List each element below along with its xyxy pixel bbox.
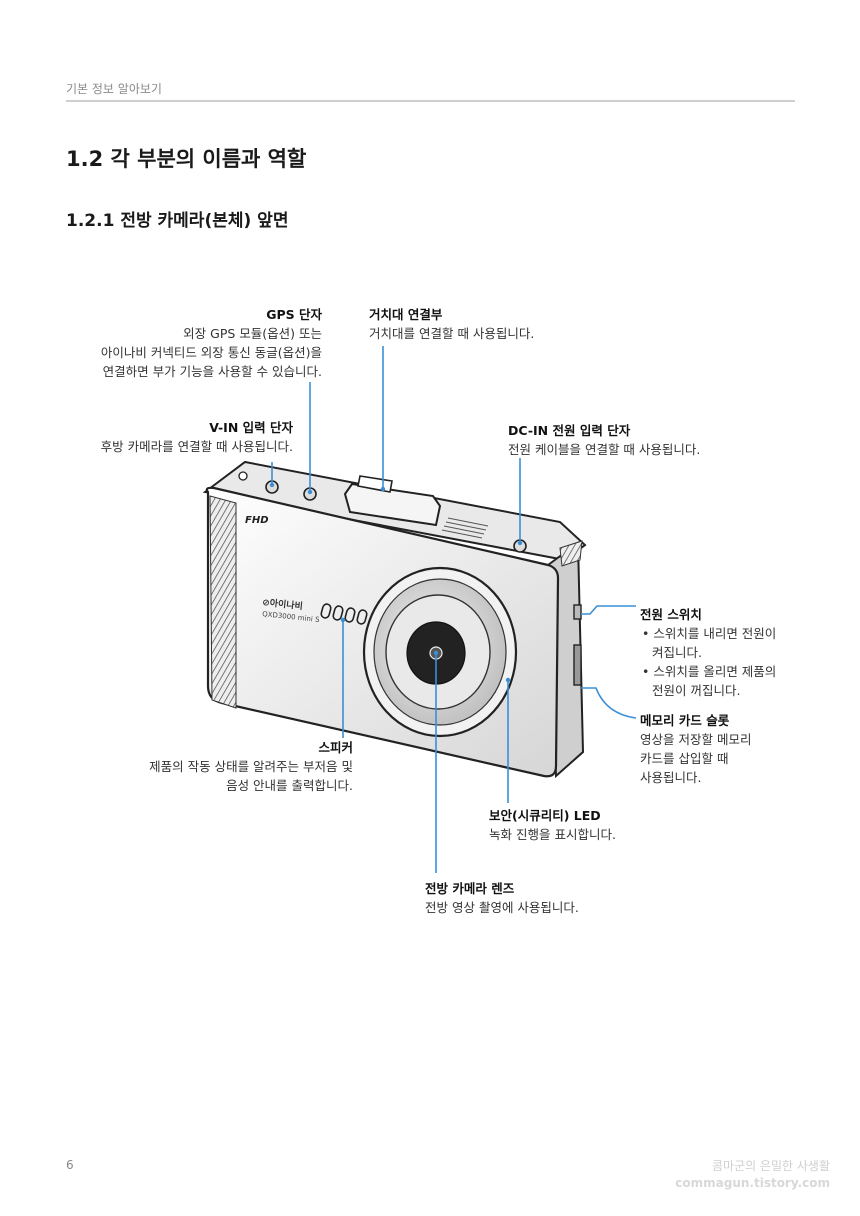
subsection-title: 1.2.1 전방 카메라(본체) 앞면 bbox=[66, 211, 289, 231]
mount-connector bbox=[343, 482, 442, 527]
header-divider bbox=[66, 100, 795, 102]
left-grip bbox=[209, 495, 237, 709]
callout-speaker: 스피커 제품의 작동 상태를 알려주는 부저음 및 음성 안내를 출력합니다. bbox=[149, 740, 353, 793]
watermark: 콤마군의 은밀한 사생활 commagun.tistory.com bbox=[675, 1159, 830, 1190]
callout-security-led: 보안(시큐리티) LED 녹화 진행을 표시합니다. bbox=[489, 808, 616, 842]
page-number: 6 bbox=[66, 1158, 74, 1172]
callout-front-lens: 전방 카메라 렌즈 전방 영상 촬영에 사용됩니다. bbox=[425, 881, 579, 915]
callout-gps-port: GPS 단자 외장 GPS 모듈(옵션) 또는 아이나비 커넥티드 외장 통신 … bbox=[100, 307, 322, 379]
callout-mount: 거치대 연결부 거치대를 연결할 때 사용됩니다. bbox=[369, 307, 535, 341]
callout-vin-port: V-IN 입력 단자 후방 카메라를 연결할 때 사용됩니다. bbox=[100, 420, 293, 454]
leader-lines bbox=[271, 346, 637, 873]
fhd-badge: FHD bbox=[245, 515, 269, 526]
page-title: 1.2 각 부분의 이름과 역할 bbox=[66, 147, 307, 171]
callout-power-switch: 전원 스위치 • 스위치를 내리면 전원이 켜집니다. • 스위치를 올리면 제… bbox=[640, 607, 777, 698]
power-switch bbox=[573, 604, 582, 620]
callout-dcin-port: DC-IN 전원 입력 단자 전원 케이블을 연결할 때 사용됩니다. bbox=[508, 423, 701, 457]
callout-memory-slot: 메모리 카드 슬롯 영상을 저장할 메모리 카드를 삽입할 때 사용됩니다. bbox=[640, 713, 752, 785]
speaker-grille bbox=[320, 603, 368, 625]
top-vent bbox=[441, 517, 489, 539]
memory-card-slot bbox=[573, 644, 582, 686]
section-header: 기본 정보 알아보기 bbox=[66, 82, 162, 96]
